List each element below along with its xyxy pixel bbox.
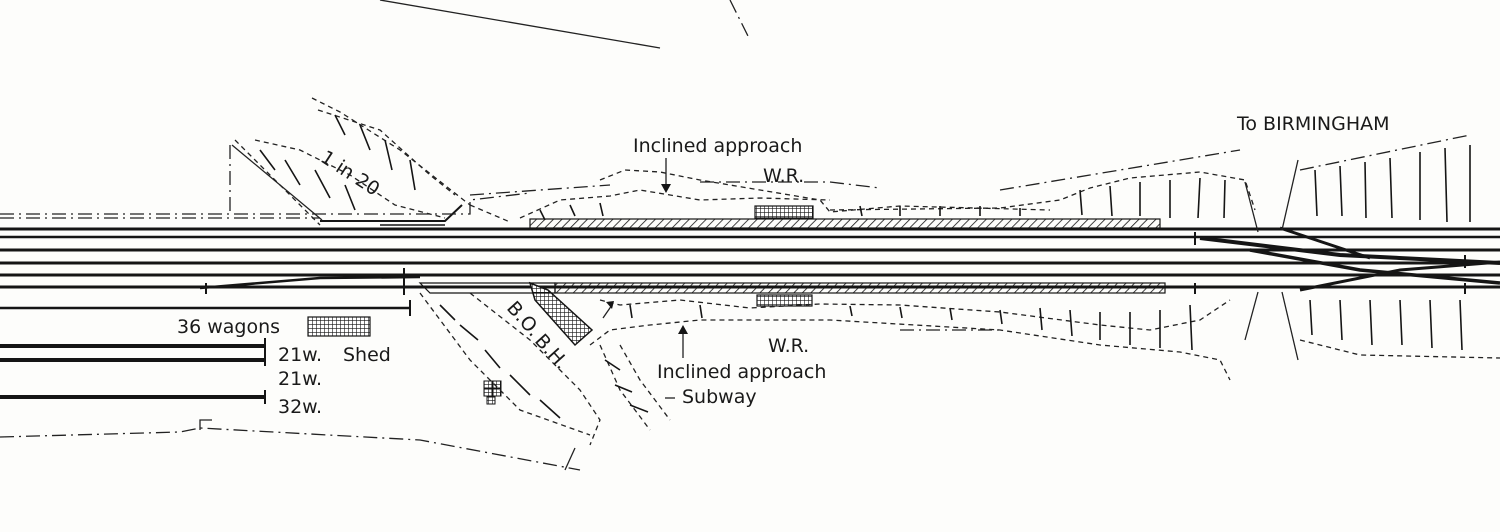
label-shed: Shed (343, 344, 391, 366)
junction-crossovers (199, 226, 1500, 295)
booking-office-building (528, 281, 594, 347)
label-to-birmingham: To BIRMINGHAM (1236, 113, 1390, 135)
labels: To BIRMINGHAM Inclined approach W.R. 1 i… (177, 113, 1390, 418)
earthworks (0, 0, 1500, 471)
up-platform-building (754, 205, 814, 219)
slope-hachures (259, 114, 1471, 419)
label-siding-21-b: 21w. (278, 368, 322, 390)
label-wr-top: W.R. (763, 165, 804, 187)
label-36-wagons: 36 wagons (177, 316, 280, 338)
label-wr-bottom: W.R. (768, 335, 809, 357)
shed-building (307, 316, 371, 337)
label-siding-32: 32w. (278, 396, 322, 418)
label-booking-hall: B.H. (530, 330, 572, 374)
small-blocks (483, 380, 502, 405)
up-platform (529, 205, 1161, 229)
ramp-platform (320, 204, 463, 238)
down-platform (418, 281, 1166, 347)
sidings-left (0, 300, 502, 405)
down-platform-building (756, 294, 813, 307)
label-inclined-approach-bottom: Inclined approach (657, 361, 826, 383)
label-siding-21-a: 21w. (278, 344, 322, 366)
label-inclined-approach-top: Inclined approach (633, 135, 802, 157)
label-subway: Subway (682, 386, 757, 408)
main-running-lines (0, 227, 1500, 289)
approach-arrows (602, 158, 688, 399)
